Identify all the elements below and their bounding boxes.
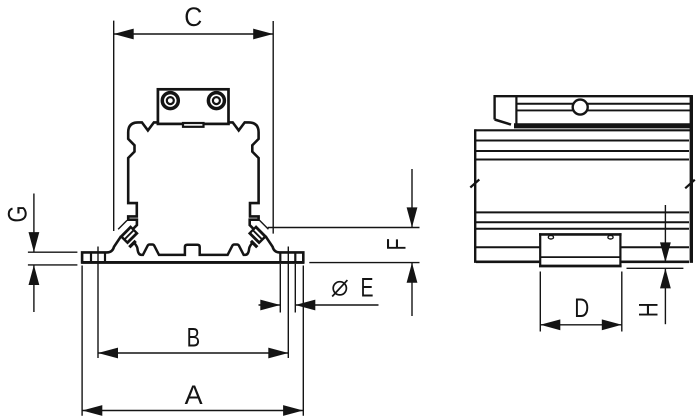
svg-text:H: H — [634, 302, 664, 317]
svg-text:A: A — [185, 380, 203, 410]
svg-text:F: F — [382, 238, 412, 250]
svg-text:G: G — [2, 206, 32, 223]
svg-text:B: B — [187, 322, 201, 352]
svg-text:E: E — [361, 272, 374, 302]
svg-text:C: C — [184, 2, 202, 32]
svg-text:D: D — [574, 293, 589, 323]
